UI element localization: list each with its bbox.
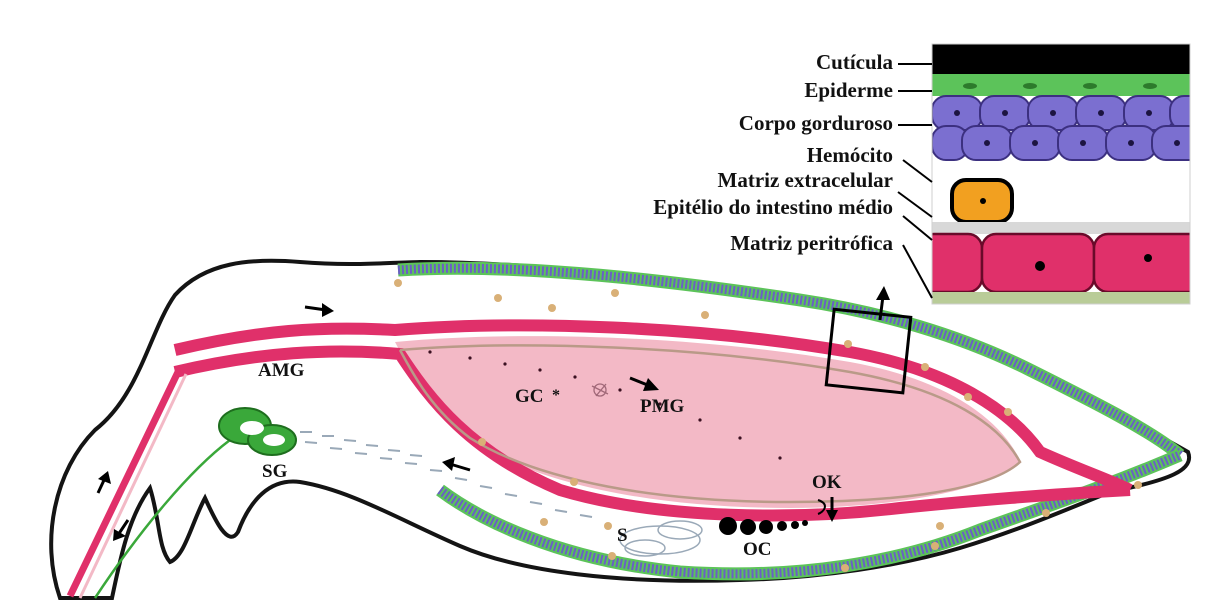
inset-peritrophic-matrix [932, 292, 1190, 304]
label-ok: OK [812, 472, 842, 493]
gc-asterisk: * [552, 387, 560, 404]
inset-cuticle [932, 44, 1190, 74]
label-cuticle: Cutícula [816, 50, 894, 74]
label-s: S [617, 525, 628, 546]
label-peritrophic-matrix: Matriz peritrófica [730, 231, 893, 255]
label-sg: SG [262, 461, 288, 482]
label-extracellular-matrix: Matriz extracelular [718, 168, 894, 192]
label-oc: OC [743, 539, 772, 560]
label-amg: AMG [258, 360, 305, 381]
inset-midgut-epithelium [920, 234, 1204, 292]
label-gc: GC [515, 386, 544, 407]
label-epidermis: Epiderme [804, 78, 893, 102]
label-pmg: PMG [640, 396, 685, 417]
label-midgut-epithelium: Epitélio do intestino médio [653, 195, 893, 219]
inset-extracellular-matrix [932, 222, 1190, 234]
label-fat-body: Corpo gorduroso [739, 111, 893, 135]
label-hemocyte: Hemócito [807, 143, 893, 167]
inset-hemocyte [952, 180, 1012, 222]
inset-fat-body [932, 96, 1210, 160]
label-leader-lines [898, 64, 932, 298]
tissue-inset [920, 44, 1210, 304]
